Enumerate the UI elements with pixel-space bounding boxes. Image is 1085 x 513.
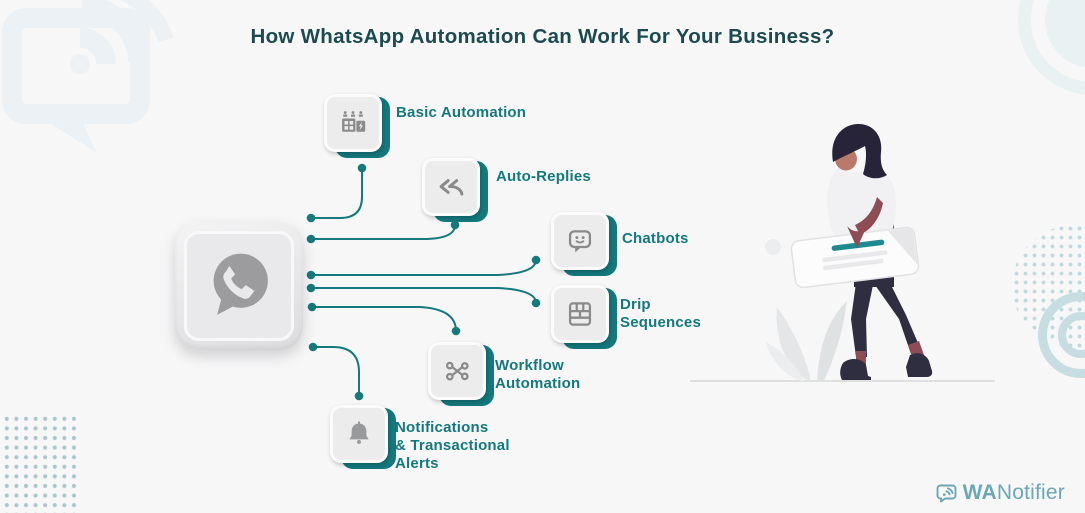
label-notifications: Notifications & Transactional Alerts xyxy=(395,419,510,472)
label-workflow-automation: Workflow Automation xyxy=(495,357,581,392)
tile-card xyxy=(551,285,609,343)
tile-card xyxy=(330,405,388,463)
sign-fold xyxy=(887,227,918,265)
brand-wordmark-bold: WA xyxy=(962,481,997,504)
wanotifier-logo-icon xyxy=(936,484,957,503)
brand-wordmark-light: Notifier xyxy=(996,481,1065,504)
person-arm xyxy=(855,197,883,235)
whatsapp-tile-face xyxy=(184,231,294,341)
whatsapp-icon xyxy=(213,253,268,315)
feature-tile-chatbots xyxy=(551,212,619,278)
sequence-grid-icon xyxy=(568,302,592,326)
dot-grid-decoration xyxy=(2,414,80,513)
person-hands xyxy=(847,226,867,248)
page-title: How WhatsApp Automation Can Work For You… xyxy=(250,25,835,48)
person-illustration xyxy=(690,123,995,382)
plant-leaves xyxy=(766,301,847,381)
spiral-ring-inner-decoration xyxy=(1058,312,1085,358)
label-chatbots: Chatbots xyxy=(622,230,689,247)
label-basic-automation: Basic Automation xyxy=(396,104,527,121)
feature-tile-workflow-automation xyxy=(428,342,496,408)
connector-notifications xyxy=(313,346,360,396)
label-auto-replies: Auto-Replies xyxy=(496,168,591,185)
person-hair xyxy=(832,123,887,179)
label-drip-sequences: Drip Sequences xyxy=(620,296,702,331)
sign-text-line xyxy=(822,250,888,263)
connector-drip-sequences xyxy=(311,287,537,304)
feature-tile-drip-sequences xyxy=(551,285,619,351)
reply-arrows-icon xyxy=(439,179,464,196)
feature-tile-notifications xyxy=(330,405,398,471)
chatbot-bubble-icon xyxy=(568,230,592,253)
halftone-circle-decoration xyxy=(1012,224,1085,348)
tile-card xyxy=(428,342,486,400)
message-sign xyxy=(790,226,920,289)
whatsapp-center-tile xyxy=(175,222,303,350)
notification-bell-icon xyxy=(349,421,369,444)
sign-text-line xyxy=(822,258,884,271)
connector-basic-automation xyxy=(311,168,363,219)
spiral-ring-outer-decoration xyxy=(1038,292,1085,378)
feature-tile-auto-replies xyxy=(422,158,490,224)
tile-card xyxy=(324,94,382,152)
automation-machine-icon xyxy=(342,111,366,132)
person-torso xyxy=(827,167,897,237)
person-shoe-left xyxy=(840,359,871,380)
background-dot xyxy=(765,239,781,255)
tile-card xyxy=(551,212,609,270)
connector-auto-replies xyxy=(311,224,456,240)
workflow-nodes-icon xyxy=(445,361,469,381)
feature-tile-basic-automation xyxy=(324,94,392,160)
person-shoe-right xyxy=(906,353,933,377)
connector-workflow-automation xyxy=(312,306,457,332)
person-ankle-left xyxy=(856,351,866,365)
connector-chatbots xyxy=(311,259,537,276)
tile-card xyxy=(422,158,480,216)
